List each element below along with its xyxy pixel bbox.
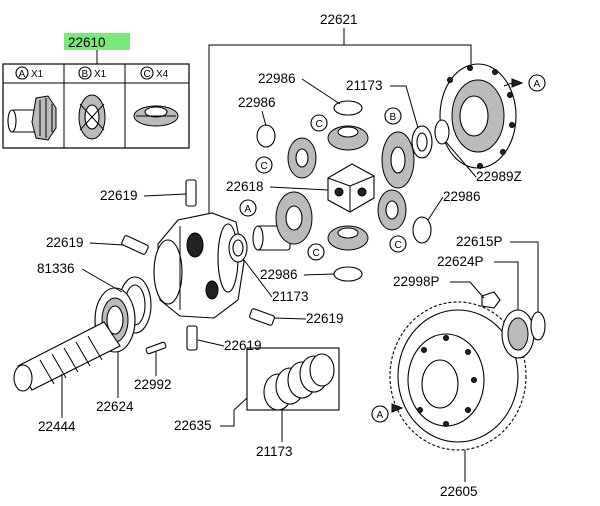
callout-a-ring [371, 405, 389, 423]
kit-label-highlight [64, 33, 130, 50]
washer-22986-right-icon [412, 216, 432, 244]
label-22992[interactable]: 22992 [134, 377, 172, 392]
kit-b-qty: X1 [94, 69, 107, 80]
pin-22992-icon [145, 341, 167, 355]
kit-c-pinion-icon [133, 105, 179, 127]
washer-22986-bottom-icon [333, 266, 363, 282]
label-22986-right[interactable]: 22986 [443, 189, 481, 204]
callout-c-3-text: C [313, 248, 320, 259]
label-81336[interactable]: 81336 [37, 261, 75, 276]
label-22989z[interactable]: 22989Z [476, 169, 522, 184]
callout-c-2-text: C [261, 161, 268, 172]
label-22615p[interactable]: 22615P [456, 234, 503, 249]
kit-b-letter: B [82, 69, 89, 80]
pin-22619-lower-icon [186, 325, 198, 351]
shaft-22444-icon [13, 321, 121, 392]
washer-22986-left-icon [256, 124, 276, 148]
label-22624p[interactable]: 22624P [437, 254, 484, 269]
label-21173-top[interactable]: 21173 [346, 78, 383, 93]
callout-c-4-text: C [395, 240, 402, 251]
label-22986-bottom[interactable]: 22986 [260, 267, 298, 282]
differential-case [153, 212, 245, 319]
kit-b-bevel-gear-icon [78, 94, 106, 140]
callout-b [384, 107, 402, 125]
callout-a-right-text: A [534, 79, 541, 90]
spider-block-22618-icon [327, 163, 375, 213]
kit-a-gear-shaft-icon [7, 95, 57, 141]
label-22619-right[interactable]: 22619 [306, 311, 344, 326]
kit-c-qty: X4 [156, 69, 169, 80]
callout-a-ring-text: A [377, 410, 384, 421]
kit-a-letter: A [19, 69, 26, 80]
label-22619-top[interactable]: 22619 [100, 188, 138, 203]
callout-c-4 [389, 235, 407, 253]
pin-22619-left-icon [121, 235, 149, 255]
label-22624[interactable]: 22624 [96, 399, 134, 414]
washer-22986-top-icon [333, 100, 363, 116]
washer-22989z-icon [434, 119, 450, 145]
label-22986-left[interactable]: 22986 [238, 95, 276, 110]
callout-c-1-text: C [316, 119, 323, 130]
callout-a-right [528, 74, 546, 92]
label-21173-mid[interactable]: 21173 [272, 289, 309, 304]
callout-c-2 [255, 156, 273, 174]
flange-housing-icon [439, 63, 517, 169]
callout-b-text: B [390, 112, 397, 123]
kit-b-badge [78, 66, 92, 80]
label-22619-bottom[interactable]: 22619 [224, 338, 262, 353]
label-22635[interactable]: 22635 [174, 418, 212, 433]
label-22444[interactable]: 22444 [38, 419, 76, 434]
label-22610[interactable]: 22610 [68, 35, 106, 50]
label-22621[interactable]: 22621 [320, 12, 358, 27]
kit-c-letter: C [144, 69, 151, 80]
label-21173-bottom[interactable]: 21173 [256, 444, 293, 459]
kit-c-badge [140, 66, 154, 80]
side-gear-a-icon [252, 191, 313, 251]
spring-22635-icon [263, 353, 335, 411]
pin-22619-right-icon [249, 308, 275, 326]
label-22619-left[interactable]: 22619 [46, 235, 84, 250]
label-22986-top[interactable]: 22986 [258, 71, 296, 86]
label-22605[interactable]: 22605 [440, 484, 478, 499]
ring-gear-22605-icon [389, 301, 527, 451]
callout-c-3 [307, 243, 325, 261]
label-22998p[interactable]: 22998P [393, 274, 440, 289]
callout-a-center-text: A [245, 204, 252, 215]
kit-a-badge [15, 66, 29, 80]
callout-c-1 [310, 114, 328, 132]
kit-a-qty: X1 [31, 69, 44, 80]
label-22618[interactable]: 22618 [226, 179, 264, 194]
seal-22615p-icon [530, 311, 546, 341]
callout-a-center [239, 199, 257, 217]
pin-22619-upper-icon [185, 179, 197, 207]
bolt-22998p-icon [481, 291, 501, 309]
